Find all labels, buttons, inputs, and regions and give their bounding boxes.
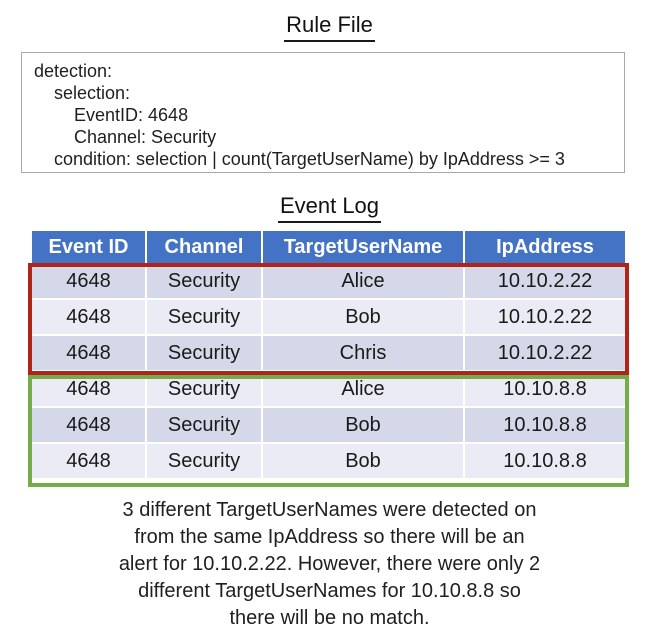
- rule-file-title: Rule File: [0, 12, 659, 42]
- column-header-event-id: Event ID: [32, 231, 147, 264]
- caption-line: alert for 10.10.2.22. However, there wer…: [118, 553, 541, 575]
- explanation-caption: 3 different TargetUserNames were detecte…: [0, 497, 659, 632]
- cell-channel: Security: [147, 336, 263, 372]
- caption-line: 3 different TargetUserNames were detecte…: [122, 499, 537, 521]
- cell-targetusername: Bob: [263, 444, 465, 480]
- cell-targetusername: Alice: [263, 372, 465, 408]
- cell-targetusername: Alice: [263, 264, 465, 300]
- column-header-targetusername: TargetUserName: [263, 231, 465, 264]
- table-row: 4648 Security Chris 10.10.2.22: [32, 336, 625, 372]
- cell-channel: Security: [147, 372, 263, 408]
- rule-line-eventid: EventID: 4648: [34, 105, 189, 125]
- rule-file-title-text: Rule File: [284, 12, 375, 42]
- rule-file-code-box: detection: selection: EventID: 4648 Chan…: [21, 52, 625, 173]
- event-log-title-text: Event Log: [277, 193, 382, 223]
- rule-line-channel: Channel: Security: [34, 127, 217, 147]
- cell-targetusername: Chris: [263, 336, 465, 372]
- cell-event-id: 4648: [32, 444, 147, 480]
- table-row: 4648 Security Alice 10.10.2.22: [32, 264, 625, 300]
- cell-event-id: 4648: [32, 336, 147, 372]
- cell-channel: Security: [147, 264, 263, 300]
- cell-ipaddress: 10.10.2.22: [465, 264, 625, 300]
- cell-event-id: 4648: [32, 264, 147, 300]
- cell-event-id: 4648: [32, 408, 147, 444]
- cell-ipaddress: 10.10.8.8: [465, 444, 625, 480]
- table-header-row: Event ID Channel TargetUserName IpAddres…: [32, 231, 625, 264]
- cell-event-id: 4648: [32, 372, 147, 408]
- column-header-ipaddress: IpAddress: [465, 231, 625, 264]
- cell-targetusername: Bob: [263, 300, 465, 336]
- table-row: 4648 Security Bob 10.10.2.22: [32, 300, 625, 336]
- table-row: 4648 Security Bob 10.10.8.8: [32, 444, 625, 480]
- cell-event-id: 4648: [32, 300, 147, 336]
- cell-channel: Security: [147, 300, 263, 336]
- rule-line-condition: condition: selection | count(TargetUserN…: [34, 149, 565, 169]
- cell-ipaddress: 10.10.8.8: [465, 408, 625, 444]
- cell-channel: Security: [147, 444, 263, 480]
- rule-line-detection: detection:: [34, 61, 113, 81]
- caption-line: there will be no match.: [229, 607, 430, 629]
- table-row: 4648 Security Bob 10.10.8.8: [32, 408, 625, 444]
- caption-line: different TargetUserNames for 10.10.8.8 …: [138, 580, 521, 602]
- column-header-channel: Channel: [147, 231, 263, 264]
- cell-targetusername: Bob: [263, 408, 465, 444]
- cell-channel: Security: [147, 408, 263, 444]
- rule-line-selection: selection:: [34, 83, 131, 103]
- caption-line: from the same IpAddress so there will be…: [134, 526, 525, 548]
- cell-ipaddress: 10.10.2.22: [465, 336, 625, 372]
- event-log-table: Event ID Channel TargetUserName IpAddres…: [28, 231, 629, 487]
- event-log-title: Event Log: [0, 193, 659, 223]
- cell-ipaddress: 10.10.8.8: [465, 372, 625, 408]
- table-row: 4648 Security Alice 10.10.8.8: [32, 372, 625, 408]
- cell-ipaddress: 10.10.2.22: [465, 300, 625, 336]
